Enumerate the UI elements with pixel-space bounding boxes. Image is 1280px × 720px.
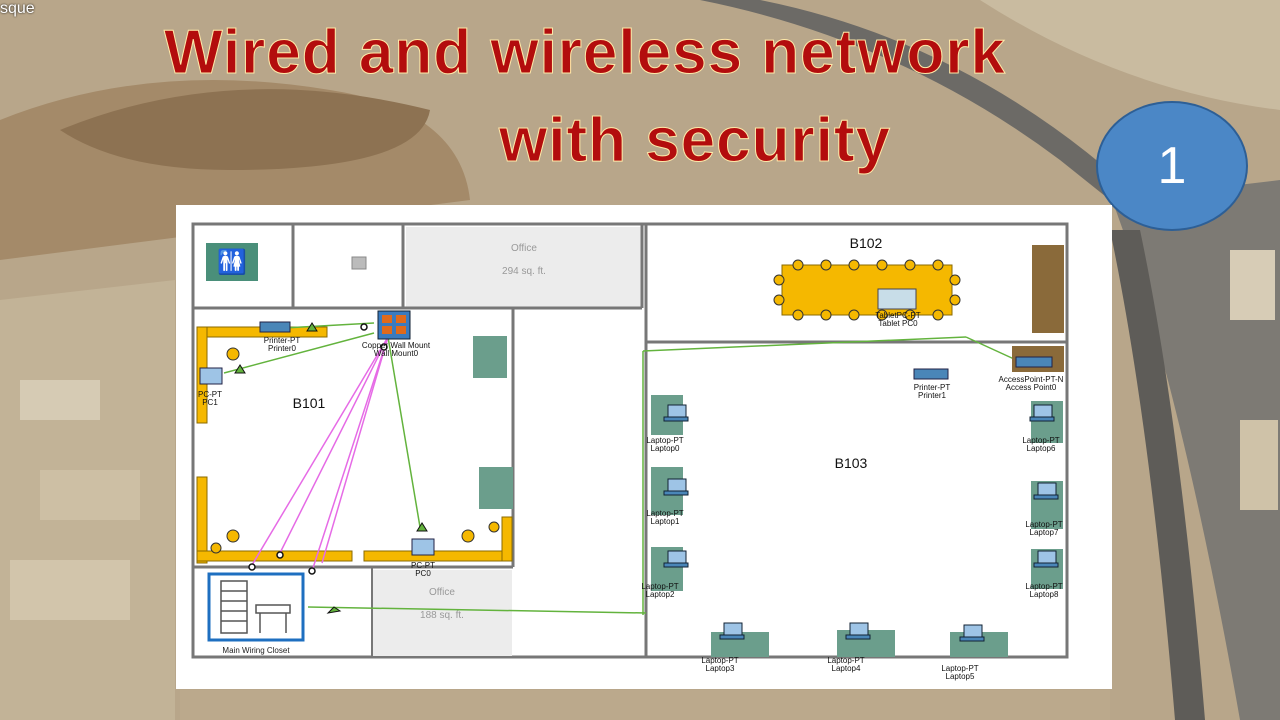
laptop-icon [719, 622, 745, 640]
laptop-type-label: Laptop-PT [1025, 520, 1062, 529]
laptop-icon [663, 404, 689, 422]
laptop-pads [651, 395, 1063, 657]
laptop-name-label: Laptop2 [646, 590, 675, 599]
pc1-icon [199, 367, 223, 385]
laptop-icon [959, 624, 985, 642]
link-markers [248, 323, 408, 575]
laptop-name-label: Laptop6 [1027, 444, 1056, 453]
slide-number-badge: 1 [1096, 101, 1248, 231]
laptop-icon [1033, 482, 1059, 500]
access-point-name: Access Point0 [1006, 383, 1057, 392]
office-bottom [372, 570, 512, 656]
laptops-group: Laptop-PTLaptop0Laptop-PTLaptop1Laptop-P… [641, 404, 1063, 681]
office-top-label: Office [511, 243, 537, 254]
wall-mount-name: Wall Mount0 [374, 349, 419, 358]
b101-cabinet-2 [479, 467, 513, 509]
laptop-type-label: Laptop-PT [941, 664, 978, 673]
wall-mount-icon [377, 310, 411, 340]
laptop-name-label: Laptop7 [1030, 528, 1059, 537]
laptop-type-label: Laptop-PT [646, 436, 683, 445]
network-floorplan: 🚻 Office 294 sq. ft. Office 188 sq. ft. [191, 222, 1069, 681]
tablet-name: Tablet PC0 [878, 319, 918, 328]
room-b102-label: B102 [850, 235, 883, 251]
wiring-closet-label: Main Wiring Closet [222, 646, 290, 655]
tablet-icon [877, 288, 917, 310]
laptop-name-label: Laptop4 [832, 664, 861, 673]
laptop-icon [1033, 550, 1059, 568]
green-links [223, 322, 1015, 615]
pc1-type: PC-PT [198, 390, 222, 399]
printer0-name: Printer0 [268, 344, 297, 353]
svg-text:🚻: 🚻 [217, 248, 247, 276]
laptop-type-label: Laptop-PT [827, 656, 864, 665]
storage-icon [351, 256, 367, 270]
printer0-icon [259, 321, 291, 333]
laptop-icon [1029, 404, 1055, 422]
laptop-name-label: Laptop8 [1030, 590, 1059, 599]
wall-mount-type: Copper Wall Mount [362, 341, 431, 350]
laptop-icon [663, 550, 689, 568]
room-b103-label: B103 [835, 455, 868, 471]
b102-cabinet [1032, 245, 1064, 333]
tablet-type: TabletPC-PT [875, 311, 920, 320]
room-b101-label: B101 [293, 395, 326, 411]
pink-links [251, 336, 389, 572]
office-bottom-label: Office [429, 587, 455, 598]
wiring-closet-rack [220, 580, 291, 634]
laptop-type-label: Laptop-PT [641, 582, 678, 591]
laptop-name-label: Laptop5 [946, 672, 975, 681]
conference-chairs [773, 259, 961, 321]
pc0-icon [411, 538, 435, 556]
outer-wall [191, 222, 1069, 659]
laptop-type-label: Laptop-PT [1025, 582, 1062, 591]
link-triangles [234, 322, 428, 614]
title-line-2: with security [499, 106, 891, 175]
printer1-icon [913, 368, 949, 380]
laptop-icon [845, 622, 871, 640]
title-line-1: Wired and wireless network [163, 18, 1007, 87]
laptop-type-label: Laptop-PT [646, 509, 683, 518]
restroom-icon [206, 243, 258, 281]
conference-table [781, 264, 953, 316]
access-point-icon [1012, 346, 1064, 372]
printer1-name: Printer1 [918, 391, 947, 400]
b101-chairs [210, 347, 500, 554]
printer0-type: Printer-PT [264, 336, 301, 345]
laptop-name-label: Laptop3 [706, 664, 735, 673]
laptop-type-label: Laptop-PT [701, 656, 738, 665]
pc0-type: PC-PT [411, 561, 435, 570]
printer1-type: Printer-PT [914, 383, 951, 392]
laptop-name-label: Laptop0 [651, 444, 680, 453]
access-point-type: AccessPoint-PT-N [999, 375, 1064, 384]
office-bottom-area: 188 sq. ft. [420, 610, 464, 621]
pc0-name: PC0 [415, 569, 431, 578]
restroom: 🚻 [193, 224, 295, 310]
laptop-name-label: Laptop1 [651, 517, 680, 526]
office-top [406, 227, 642, 307]
laptop-icon [663, 478, 689, 496]
pc1-name: PC1 [202, 398, 218, 407]
laptop-type-label: Laptop-PT [1022, 436, 1059, 445]
b101-cabinet-1 [473, 336, 507, 378]
b101-desks [196, 326, 513, 564]
corner-label: sque [0, 0, 35, 17]
office-top-area: 294 sq. ft. [502, 266, 546, 277]
